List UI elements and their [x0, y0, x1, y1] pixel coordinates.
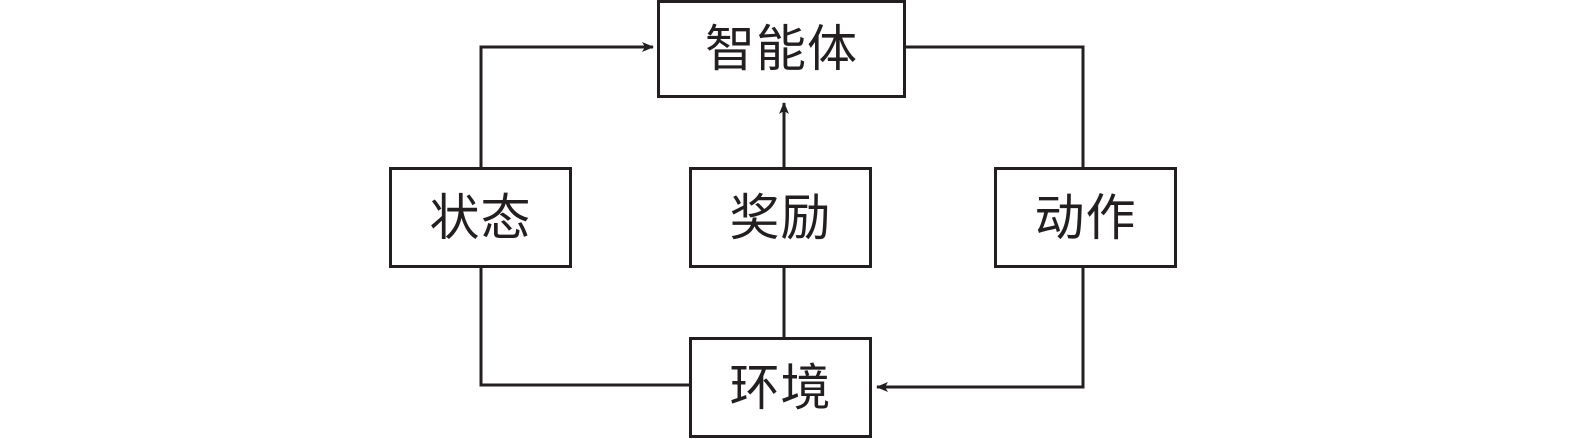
environment-label: 环境 — [729, 358, 832, 417]
action-node: 动作 — [994, 167, 1177, 268]
state-node: 状态 — [389, 167, 572, 268]
edge-agent-to-action — [906, 45, 1085, 167]
edge-state-to-agent — [479, 42, 654, 167]
reward-label: 奖励 — [729, 188, 832, 247]
environment-node: 环境 — [689, 337, 872, 438]
state-label: 状态 — [429, 188, 532, 247]
reward-node: 奖励 — [689, 167, 872, 268]
action-label: 动作 — [1034, 188, 1137, 247]
edge-action-to-environment — [876, 268, 1085, 392]
edge-environment-to-state — [479, 268, 689, 387]
agent-label: 智能体 — [705, 20, 858, 78]
agent-node: 智能体 — [657, 0, 906, 98]
